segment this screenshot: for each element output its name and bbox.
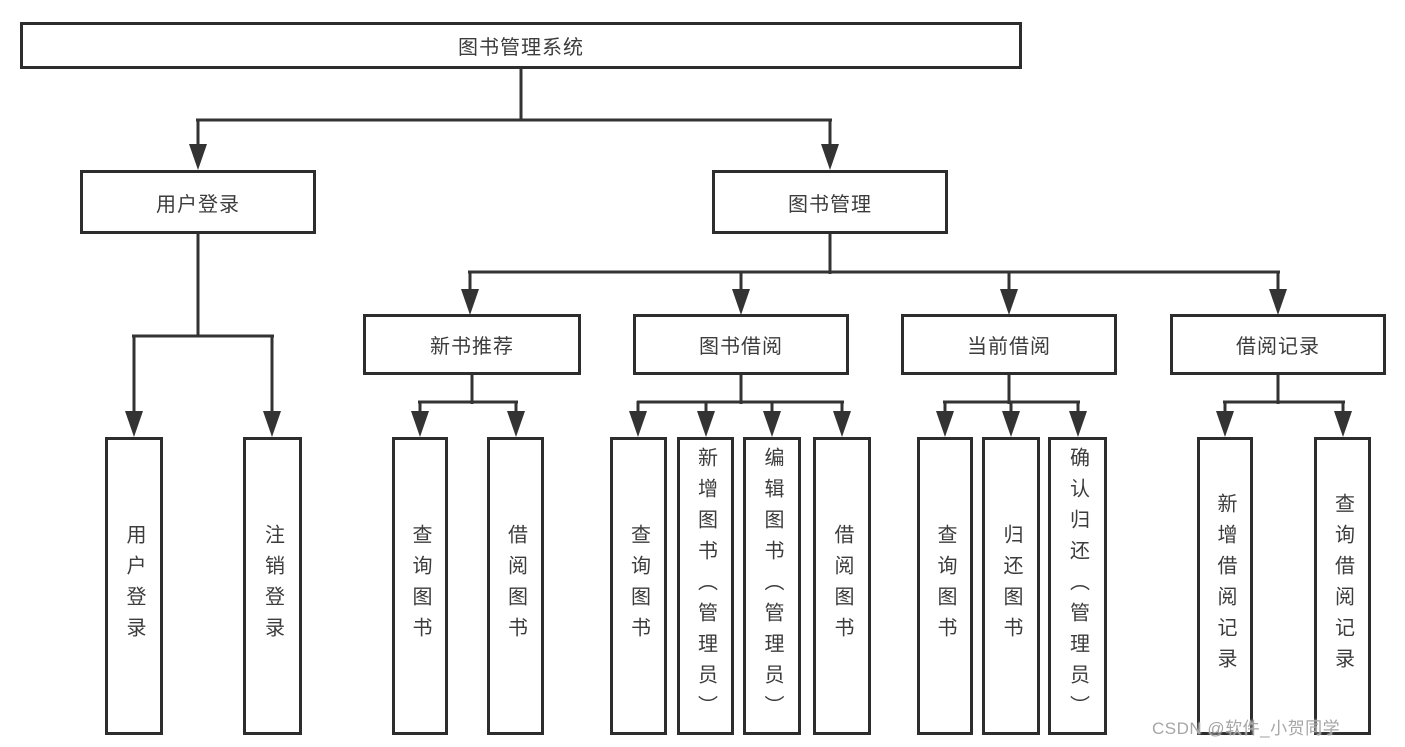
connector-line (739, 374, 743, 404)
leaf-newbook-borrow-books: 借阅图书 (487, 437, 544, 735)
connector-line (1076, 401, 1080, 413)
arrow-down-icon (189, 144, 207, 170)
connector-line (196, 118, 832, 122)
node-user-login: 用户登录 (80, 170, 316, 234)
leaf-label: 查询图书 (409, 524, 431, 648)
leaf-label: 注销登录 (261, 524, 284, 648)
arrow-down-icon (821, 144, 839, 170)
leaf-records-add-record: 新增借阅记录 (1197, 437, 1253, 735)
leaf-logout: 注销登录 (243, 437, 302, 735)
connector-line (196, 233, 200, 337)
leaf-borrow-borrow-books: 借阅图书 (813, 437, 871, 735)
arrow-down-icon (697, 411, 715, 437)
leaf-borrow-edit-books-admin: 编辑图书（管理员） (743, 437, 801, 735)
node-book-borrowing: 图书借阅 (633, 314, 849, 375)
arrow-down-icon (763, 411, 781, 437)
leaf-label: 查询图书 (934, 524, 956, 648)
node-label: 图书管理 (788, 193, 872, 216)
connector-line (196, 119, 200, 147)
connector-line (418, 400, 518, 404)
connector-line (1341, 401, 1345, 413)
leaf-label: 借阅图书 (831, 524, 853, 648)
connector-line (132, 335, 136, 413)
arrow-down-icon (1216, 411, 1234, 437)
connector-line (1009, 401, 1013, 413)
connector-line (1223, 400, 1345, 404)
arrow-down-icon (936, 411, 954, 437)
connector-line (1276, 271, 1280, 291)
node-label: 新书推荐 (430, 336, 514, 358)
csdn-watermark: CSDN @软件_小贺同学 (1152, 719, 1341, 738)
connector-line (943, 401, 947, 413)
leaf-borrow-query-books: 查询图书 (610, 437, 667, 735)
connector-line (636, 401, 640, 413)
node-label: 图书借阅 (699, 336, 783, 358)
leaf-label: 确认归还（管理员） (1066, 446, 1089, 726)
leaf-label: 新增图书（管理员） (694, 446, 717, 726)
connector-line (1276, 374, 1280, 404)
connector-line (770, 401, 774, 413)
arrow-down-icon (125, 411, 143, 437)
connector-line (637, 400, 844, 404)
arrow-down-icon (1002, 411, 1020, 437)
leaf-label: 归还图书 (1000, 524, 1022, 648)
arrow-down-icon (507, 411, 525, 437)
leaf-user-login: 用户登录 (105, 437, 163, 735)
connector-line (1223, 401, 1227, 413)
leaf-borrow-add-books-admin: 新增图书（管理员） (677, 437, 734, 735)
connector-line (1007, 374, 1011, 404)
arrow-down-icon (263, 411, 281, 437)
leaf-label: 编辑图书（管理员） (761, 446, 783, 726)
node-root-library-system: 图书管理系统 (20, 22, 1022, 69)
connector-line (828, 233, 832, 274)
connector-line (840, 401, 844, 413)
arrow-down-icon (1334, 411, 1352, 437)
connector-line (470, 374, 474, 404)
connector-line (739, 271, 743, 291)
node-current-borrowing: 当前借阅 (901, 314, 1117, 375)
leaf-current-query-books: 查询图书 (917, 437, 973, 735)
connector-line (828, 119, 832, 147)
arrow-down-icon (1269, 289, 1287, 315)
arrow-down-icon (461, 289, 479, 315)
node-label: 图书管理系统 (458, 37, 584, 59)
connector-line (1007, 271, 1011, 291)
arrow-down-icon (1000, 289, 1018, 315)
arrow-down-icon (629, 411, 647, 437)
node-borrowing-records: 借阅记录 (1170, 314, 1386, 375)
connector-line (468, 270, 1280, 274)
connector-line (270, 335, 274, 413)
node-new-book-recommend: 新书推荐 (363, 314, 581, 375)
leaf-label: 查询借阅记录 (1331, 493, 1354, 679)
connector-line (514, 401, 518, 413)
connector-line (519, 68, 523, 121)
arrow-down-icon (732, 289, 750, 315)
leaf-label: 查询图书 (627, 524, 650, 648)
node-label: 借阅记录 (1236, 336, 1320, 358)
node-label: 用户登录 (156, 193, 240, 216)
node-book-management: 图书管理 (712, 170, 948, 234)
connector-line (418, 401, 422, 413)
leaf-label: 用户登录 (123, 524, 145, 648)
arrow-down-icon (833, 411, 851, 437)
leaf-label: 借阅图书 (504, 524, 527, 648)
arrow-down-icon (1069, 411, 1087, 437)
connector-line (468, 271, 472, 291)
leaf-newbook-query-books: 查询图书 (392, 437, 448, 735)
node-label: 当前借阅 (967, 336, 1051, 358)
arrow-down-icon (411, 411, 429, 437)
connector-line (132, 334, 274, 338)
leaf-label: 新增借阅记录 (1214, 493, 1236, 679)
connector-line (704, 401, 708, 413)
leaf-current-return-books: 归还图书 (982, 437, 1040, 735)
leaf-records-query-record: 查询借阅记录 (1314, 437, 1371, 735)
leaf-current-confirm-return-admin: 确认归还（管理员） (1048, 437, 1107, 735)
